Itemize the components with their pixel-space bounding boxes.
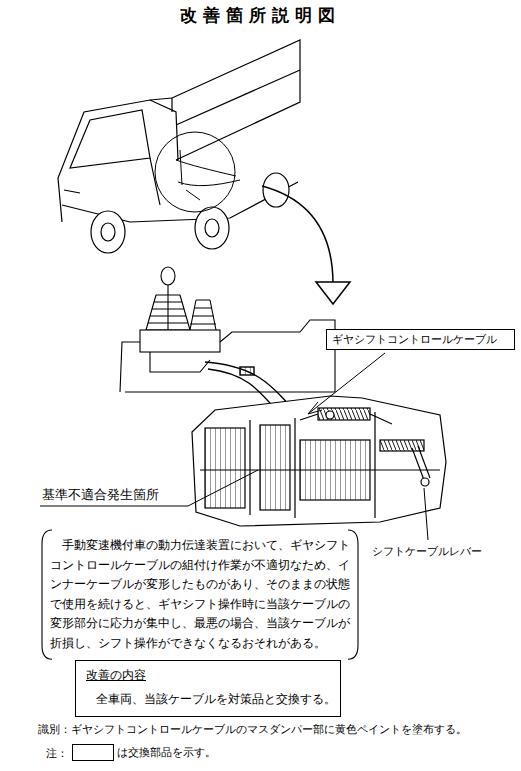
shifter-stroke [146,295,190,330]
leader-line [40,353,428,540]
truck-stroke [150,98,172,100]
shift-cable-stroke [240,367,254,375]
leader-line-stroke [424,488,428,540]
transmission-stroke [380,440,424,451]
truck-stroke [64,190,80,193]
truck-stroke [176,70,300,125]
shifter-stroke [120,320,335,392]
box-heading: 改善の内容 [86,667,332,684]
transmission-stroke [205,428,245,508]
shifter-stroke [140,330,220,352]
leader-line-stroke [40,470,258,506]
legend-row: は交換部品を示す。 [72,744,216,761]
pointer-arrow-stroke [262,186,333,284]
truck-stroke [101,223,115,241]
transmission-stroke [412,446,430,480]
bracket [42,530,358,659]
shifter-stroke [190,300,216,330]
leader-line-stroke [308,402,322,414]
truck-stroke [172,40,300,160]
truck [58,40,300,253]
defect-description: 手動変速機付車の動力伝達装置において、ギヤシフトコントロールケーブルの組付け作業… [50,536,350,653]
highlight-circle-stroke [155,132,235,212]
legend-text: は交換部品を示す。 [117,745,216,760]
truck-stroke [91,211,125,253]
defect-location-label: 基準不適合発生箇所 [42,486,159,504]
transmission [192,396,446,526]
legend-swatch [72,744,114,761]
transmission-stroke [318,408,370,420]
shifter-stroke [167,285,168,335]
transmission-stroke [200,469,440,470]
highlight-circle-stroke [176,150,240,200]
identification-note: 識別：ギヤシフトコントロールケーブルのマスダンパー部に黄色ペイントを塗布する。 [38,722,467,737]
note-mark: 注： [46,746,68,761]
box-body: 全車両、当該ケーブルを対策品と交換する。 [96,691,332,708]
shifter-stroke [150,352,210,372]
transmission-stroke [421,478,429,486]
part-label-box: ギヤシフトコントロールケーブル [326,329,515,350]
transmission-stroke [300,414,392,424]
truck-stroke [171,98,172,112]
shifter-stroke [161,267,175,285]
shifter-stroke [125,391,335,392]
leader-line-stroke [308,353,385,414]
highlight-circle [155,132,240,212]
title: 改善箇所説明図 [0,4,521,27]
truck-stroke [70,110,150,168]
shifter-stroke [146,295,190,330]
transmission-stroke [260,425,290,510]
truck-stroke [205,219,219,237]
truck-stroke [150,158,160,205]
pointer-arrow [262,186,350,304]
truck-stroke [58,100,178,222]
truck-stroke [195,207,229,249]
box-heading: ギヤシフトコントロールケーブル [332,332,509,347]
part-name: シフトケーブルレバー [372,544,482,559]
remedy-box: 改善の内容全車両、当該ケーブルを対策品と交換する。 [75,660,341,717]
transmission-stroke [192,396,446,526]
pointer-arrow-stroke [316,282,350,304]
transmission-stroke [250,412,375,518]
transmission-stroke [326,411,334,419]
